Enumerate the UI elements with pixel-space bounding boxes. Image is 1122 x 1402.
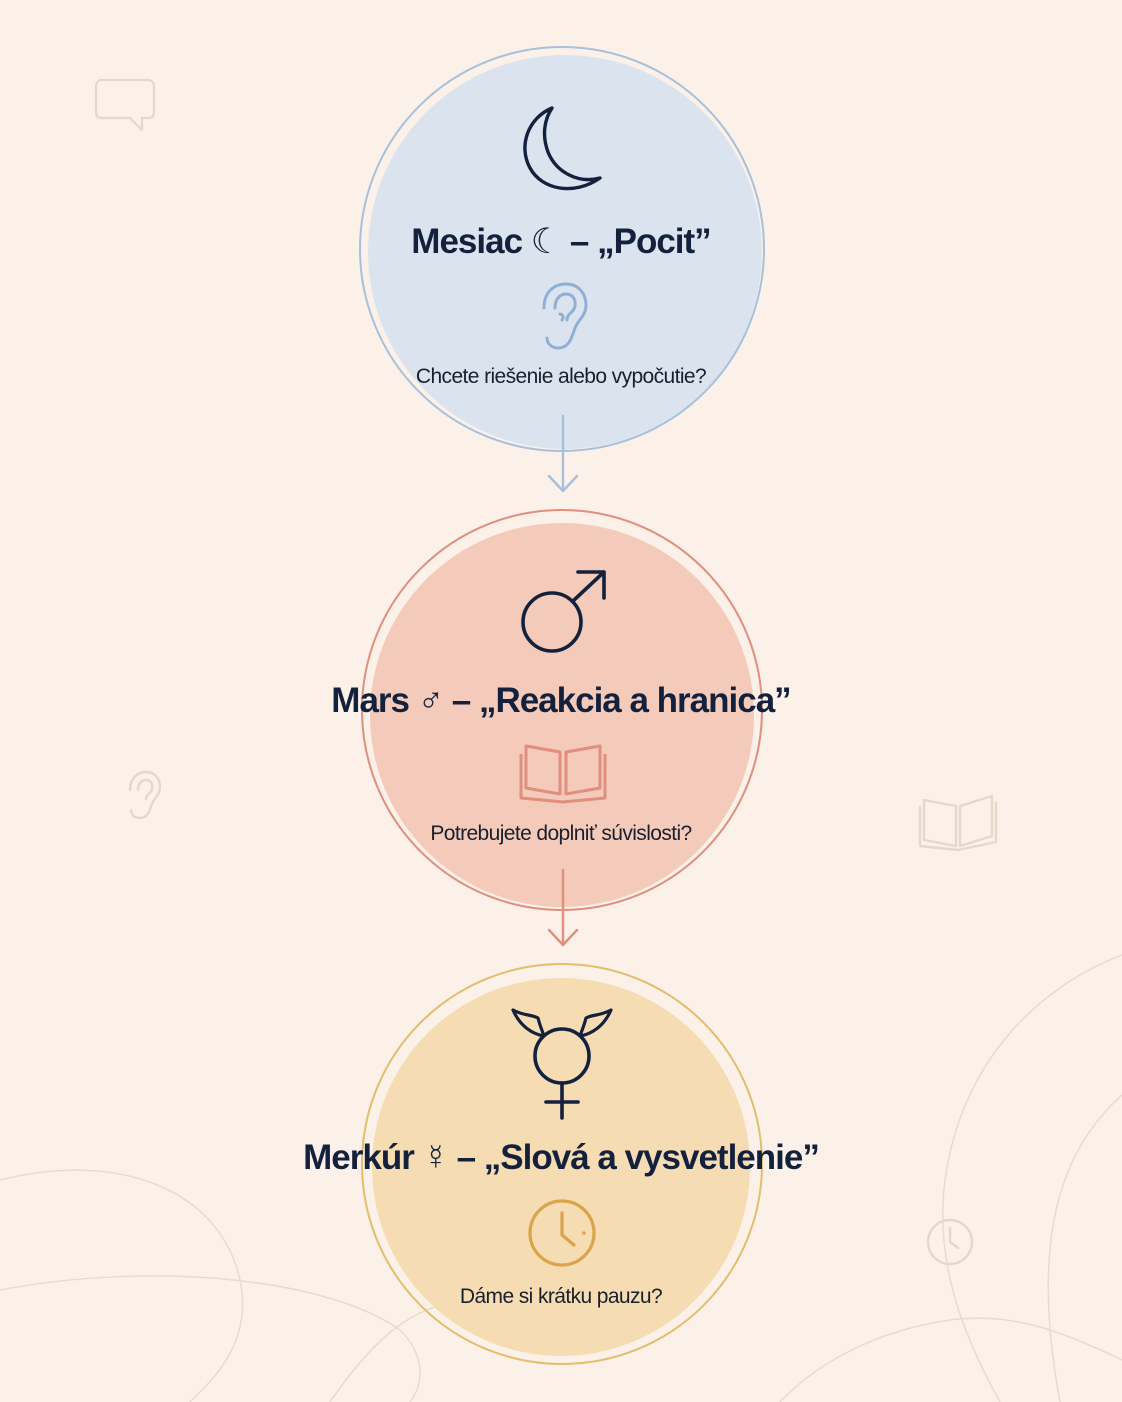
mars-dash: – bbox=[451, 681, 471, 720]
mars-title: Mars ♂ – „Reakcia a hranica” bbox=[0, 681, 1122, 721]
crescent-moon-icon bbox=[523, 106, 602, 191]
arrow-mars-to-mercury bbox=[547, 868, 579, 947]
mercury-circle-ring bbox=[361, 963, 763, 1365]
mars-symbol-icon bbox=[521, 570, 606, 653]
arrow-moon-to-mars bbox=[547, 414, 579, 493]
moon-title: Mesiac ☾ – „Pocit” bbox=[0, 222, 1122, 262]
moon-question: Chcete riešenie alebo vypočutie? bbox=[415, 365, 707, 388]
open-book-icon bbox=[918, 794, 998, 852]
moon-glyph: ☾ bbox=[530, 222, 562, 261]
open-book-icon bbox=[519, 744, 607, 804]
speech-bubble-icon bbox=[94, 78, 156, 132]
moon-planet-name: Mesiac bbox=[411, 222, 523, 261]
mars-glyph: ♂ bbox=[417, 681, 444, 720]
moon-dash: – bbox=[569, 222, 589, 261]
mercury-planet-name: Merkúr bbox=[303, 1138, 415, 1177]
clock-icon bbox=[528, 1199, 596, 1267]
mars-question: Potrebujete doplniť súvislosti? bbox=[430, 822, 692, 845]
mars-label: „Reakcia a hranica” bbox=[478, 681, 792, 720]
moon-label: „Pocit” bbox=[597, 222, 712, 261]
mercury-glyph: ☿ bbox=[422, 1138, 449, 1177]
clock-icon bbox=[926, 1218, 974, 1266]
mercury-label: „Slová a vysvetlenie” bbox=[483, 1138, 820, 1177]
mercury-dash: – bbox=[456, 1138, 476, 1177]
mars-planet-name: Mars bbox=[331, 681, 410, 720]
ear-icon bbox=[128, 770, 162, 820]
ear-icon bbox=[542, 282, 588, 350]
mercury-symbol-icon bbox=[511, 1008, 613, 1120]
mercury-question: Dáme si krátku pauzu? bbox=[459, 1285, 663, 1308]
mercury-title: Merkúr ☿ – „Slová a vysvetlenie” bbox=[0, 1138, 1122, 1178]
